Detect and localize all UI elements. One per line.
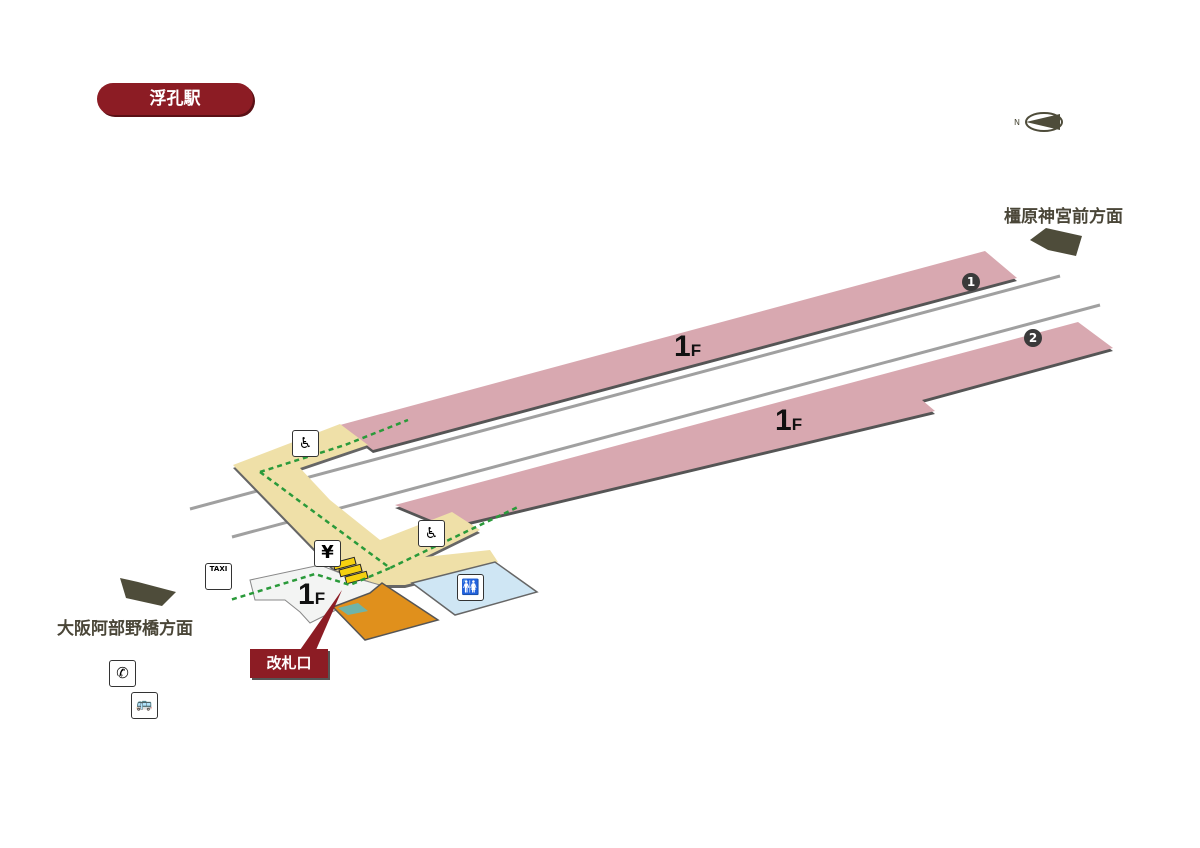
taxi-icon: TAXI bbox=[205, 563, 232, 590]
platform-number-1: 1 bbox=[962, 273, 980, 291]
bus-icon: 🚌 bbox=[131, 692, 158, 719]
direction-label-west: 大阪阿部野橋方面 bbox=[57, 619, 193, 639]
accessible-route bbox=[259, 418, 409, 474]
toilet-icon: 🚻 bbox=[457, 574, 484, 601]
phone-icon: ✆ bbox=[109, 660, 136, 687]
track-line bbox=[189, 274, 1061, 511]
arrow-east bbox=[1030, 228, 1082, 256]
direction-label-east: 橿原神宮前方面 bbox=[1004, 207, 1123, 227]
wheelchair-ramp-icon: ♿ bbox=[292, 430, 319, 457]
shop-area bbox=[331, 582, 440, 641]
platform-2 bbox=[395, 322, 1113, 527]
svg-text:N: N bbox=[1014, 118, 1020, 127]
platform-1-floor-label: 1F bbox=[674, 330, 702, 363]
compass-icon: N bbox=[1014, 112, 1063, 132]
track-line bbox=[231, 303, 1101, 539]
ticket-gate-label: 改札口 bbox=[250, 649, 328, 678]
concourse-floor-label: 1F bbox=[298, 578, 326, 611]
wheelchair-ramp-icon: ♿ bbox=[418, 520, 445, 547]
platform-number-2: 2 bbox=[1024, 329, 1042, 347]
station-name-badge: 浮孔駅 bbox=[97, 83, 253, 115]
platform-1 bbox=[340, 251, 1017, 450]
ticket-machine-yen-icon: ¥ bbox=[314, 540, 341, 567]
accessible-route bbox=[229, 566, 391, 602]
arrow-west bbox=[120, 578, 176, 606]
platform-2-floor-label: 1F bbox=[775, 404, 803, 437]
